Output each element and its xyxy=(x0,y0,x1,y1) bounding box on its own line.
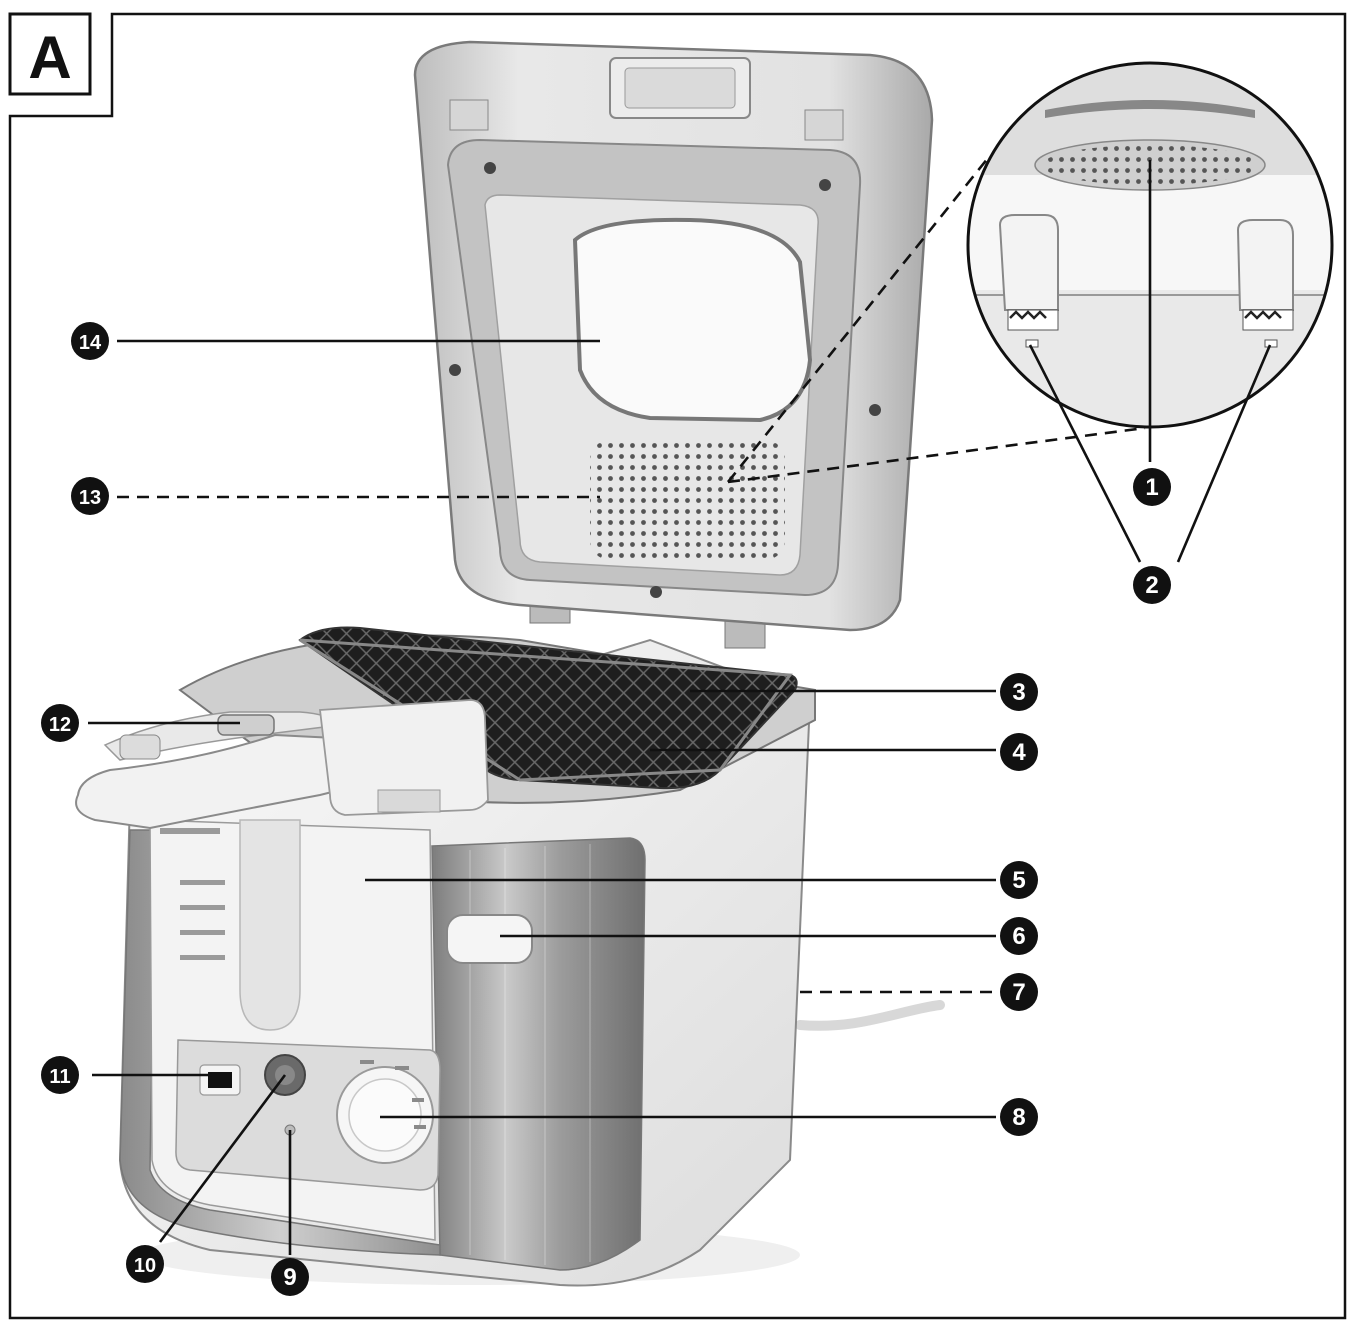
callout-circle xyxy=(1000,917,1038,955)
callout-circle xyxy=(1000,973,1038,1011)
callout-5: 5 xyxy=(1000,861,1038,899)
callout-label: 14 xyxy=(79,332,102,354)
callout-label: 4 xyxy=(1012,739,1026,766)
callout-circle xyxy=(41,1056,79,1094)
callout-4: 4 xyxy=(1000,733,1038,771)
figure-frame: A xyxy=(8,12,1347,1320)
callout-label: 8 xyxy=(1012,1104,1025,1131)
leader-lines xyxy=(88,157,1272,1255)
callout-8: 8 xyxy=(1000,1098,1038,1136)
callout-circle xyxy=(1000,1098,1038,1136)
callout-circle xyxy=(1000,733,1038,771)
callout-circle xyxy=(1133,566,1171,604)
figure-badge: A xyxy=(28,24,71,91)
callout-circle xyxy=(41,704,79,742)
detail-magnifier xyxy=(966,61,1334,429)
callout-14: 14 xyxy=(71,322,109,360)
callout-12: 12 xyxy=(41,704,79,742)
callout-label: 10 xyxy=(134,1255,156,1277)
callout-circle xyxy=(1133,468,1171,506)
callout-circle xyxy=(126,1245,164,1283)
callout-label: 3 xyxy=(1012,679,1025,706)
callout-label: 5 xyxy=(1012,867,1025,894)
callout-2: 2 xyxy=(1133,566,1171,604)
callout-3: 3 xyxy=(1000,673,1038,711)
callout-circle xyxy=(1000,861,1038,899)
callout-label: 12 xyxy=(49,714,71,736)
callout-label: 11 xyxy=(49,1066,70,1088)
callout-11: 11 xyxy=(41,1056,79,1094)
callout-10: 10 xyxy=(126,1245,164,1283)
callout-label: 7 xyxy=(1012,979,1025,1006)
callout-circle xyxy=(71,477,109,515)
callout-label: 1 xyxy=(1145,474,1158,501)
callout-label: 13 xyxy=(79,487,101,509)
callout-circle xyxy=(1000,673,1038,711)
callout-circle xyxy=(271,1258,309,1296)
callout-circle xyxy=(71,322,109,360)
callout-label: 6 xyxy=(1012,923,1025,950)
callout-7: 7 xyxy=(1000,973,1038,1011)
callout-1: 1 xyxy=(1133,468,1171,506)
callout-9: 9 xyxy=(271,1258,309,1296)
callout-6: 6 xyxy=(1000,917,1038,955)
callout-label: 2 xyxy=(1145,572,1158,599)
callout-label: 9 xyxy=(283,1264,296,1291)
callout-13: 13 xyxy=(71,477,109,515)
